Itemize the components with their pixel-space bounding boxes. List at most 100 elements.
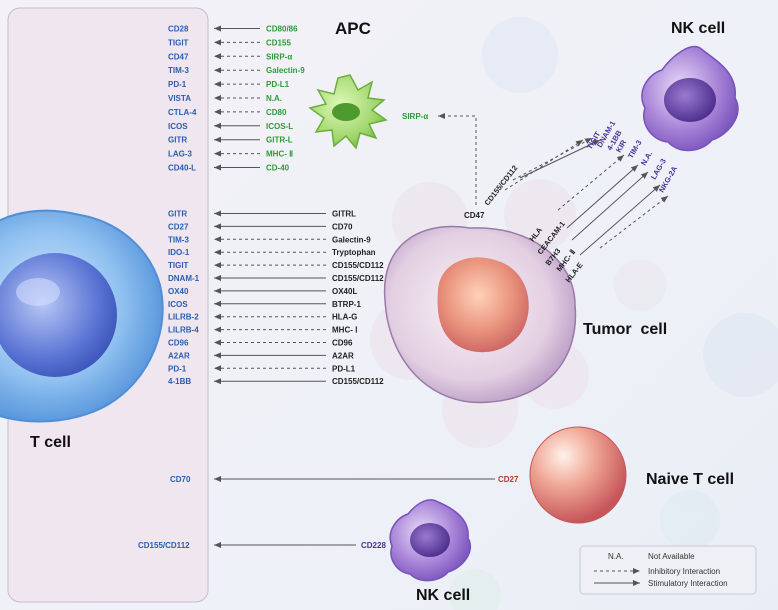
ligand-label: CD155/CD112 [332, 274, 384, 283]
nk-cell-top-title: NK cell [671, 20, 725, 37]
interaction-row: GITR GITRL [168, 210, 356, 219]
naive-receptor-label: CD70 [170, 475, 191, 484]
nk-cell-bottom-illustration [389, 499, 471, 582]
tumor-nk-arrows [504, 137, 669, 256]
receptor-label: OX40 [168, 287, 189, 296]
interaction-row: CD27 CD70 [168, 222, 353, 231]
ligand-label: CD155 [266, 38, 291, 47]
ligand-label: PD-L1 [332, 364, 356, 373]
legend-na-key: N.A. [608, 552, 624, 561]
sirp-interaction: SIRP-α CD47 [402, 112, 485, 220]
receptor-label: TIGIT [168, 261, 189, 270]
tumor-nk-arrow [512, 137, 593, 181]
ligand-label: CD70 [332, 222, 353, 231]
ligand-label: N.A. [266, 94, 282, 103]
interaction-row: LILRB-4 MHC- Ⅰ [168, 326, 357, 335]
cd47-tumor-label: CD47 [464, 211, 485, 220]
receptor-label: VISTA [168, 94, 191, 103]
ligand-label: Galectin-9 [332, 235, 371, 244]
receptor-label: ICOS [168, 300, 188, 309]
interaction-row: LAG-3 MHC- Ⅱ [168, 150, 293, 159]
nk-receptor-label: N.A. [639, 150, 654, 167]
interaction-row: TIM-3 Galectin-9 [168, 66, 305, 75]
receptor-label: PD-1 [168, 364, 187, 373]
legend-stimulatory-label: Stimulatory Interaction [648, 579, 728, 588]
interaction-row: VISTA N.A. [168, 94, 282, 103]
tumor-nk-arrow [566, 164, 639, 229]
nk-cell-bottom-title: NK cell [416, 587, 470, 604]
receptor-label: TIM-3 [168, 66, 189, 75]
receptor-label: GITR [168, 210, 187, 219]
receptor-label: IDO-1 [168, 248, 190, 257]
ligand-label: HLA-G [332, 313, 357, 322]
interaction-row: PD-1 PD-L1 [168, 364, 356, 373]
interaction-row: CD40-L CD-40 [168, 164, 290, 173]
ligand-label: Galectin-9 [266, 66, 305, 75]
nk-bottom-receptor-label: CD155/CD112 [138, 541, 190, 550]
ligand-label: MHC- Ⅰ [332, 326, 357, 335]
naive-t-cell-title: Naive T cell [646, 471, 734, 488]
ligand-label: SIRP-α [266, 52, 292, 61]
tumor-nk-arrow [571, 171, 649, 241]
naive-t-cell-illustration [529, 426, 627, 524]
receptor-label: LILRB-4 [168, 326, 199, 335]
ligand-label: GITRL [332, 210, 356, 219]
receptor-label: TIM-3 [168, 235, 189, 244]
nk-receptor-label: TIM-3 [626, 139, 644, 160]
receptor-label: CD96 [168, 339, 189, 348]
receptor-label: 4-1BB [168, 377, 191, 386]
interaction-row: IDO-1 Tryptophan [168, 248, 376, 257]
naive-t-cell-interaction: CD70 CD27 [170, 475, 519, 484]
apc-illustration [308, 74, 388, 150]
receptor-label: CD27 [168, 222, 189, 231]
sirp-label: SIRP-α [402, 112, 428, 121]
naive-ligand-label: CD27 [498, 475, 519, 484]
receptor-label: LILRB-2 [168, 313, 199, 322]
nk-cell-top-illustration [641, 45, 739, 152]
receptor-label: A2AR [168, 351, 190, 360]
nk-bottom-interaction: CD155/CD112 CD228 [138, 541, 386, 550]
tumor-nk-arrow [579, 184, 661, 256]
t-cell-illustration [0, 209, 164, 423]
interaction-row: GITR GITR-L [168, 136, 293, 145]
apc-title: APC [335, 19, 371, 38]
receptor-label: CTLA-4 [168, 108, 197, 117]
interaction-row: CD47 SIRP-α [168, 52, 292, 61]
receptor-label: CD47 [168, 52, 189, 61]
receptor-label: GITR [168, 136, 187, 145]
ligand-label: ICOS-L [266, 122, 293, 131]
tumor-nk-arrow [519, 139, 601, 179]
interaction-row: ICOS BTRP-1 [168, 300, 361, 309]
legend-na-value: Not Available [648, 552, 695, 561]
receptor-label: CD40-L [168, 164, 196, 173]
legend-box [579, 545, 757, 595]
interaction-row: LILRB-2 HLA-G [168, 313, 357, 322]
t-cell-title: T cell [30, 434, 71, 451]
legend: N.A. Not Available Inhibitory Interactio… [579, 545, 757, 595]
receptor-label: CD28 [168, 25, 189, 34]
ligand-label: MHC- Ⅱ [266, 150, 293, 159]
ligand-label: Tryptophan [332, 248, 376, 257]
ligand-label: PD-L1 [266, 80, 290, 89]
tumor-cell-title: Tumor cell [583, 321, 667, 338]
ligand-label: OX40L [332, 287, 357, 296]
receptor-label: LAG-3 [168, 150, 193, 159]
ligand-label: GITR-L [266, 136, 293, 145]
ligand-label: CD-40 [266, 164, 290, 173]
ligand-label: BTRP-1 [332, 300, 361, 309]
tumor-nk-arrow [599, 195, 669, 249]
